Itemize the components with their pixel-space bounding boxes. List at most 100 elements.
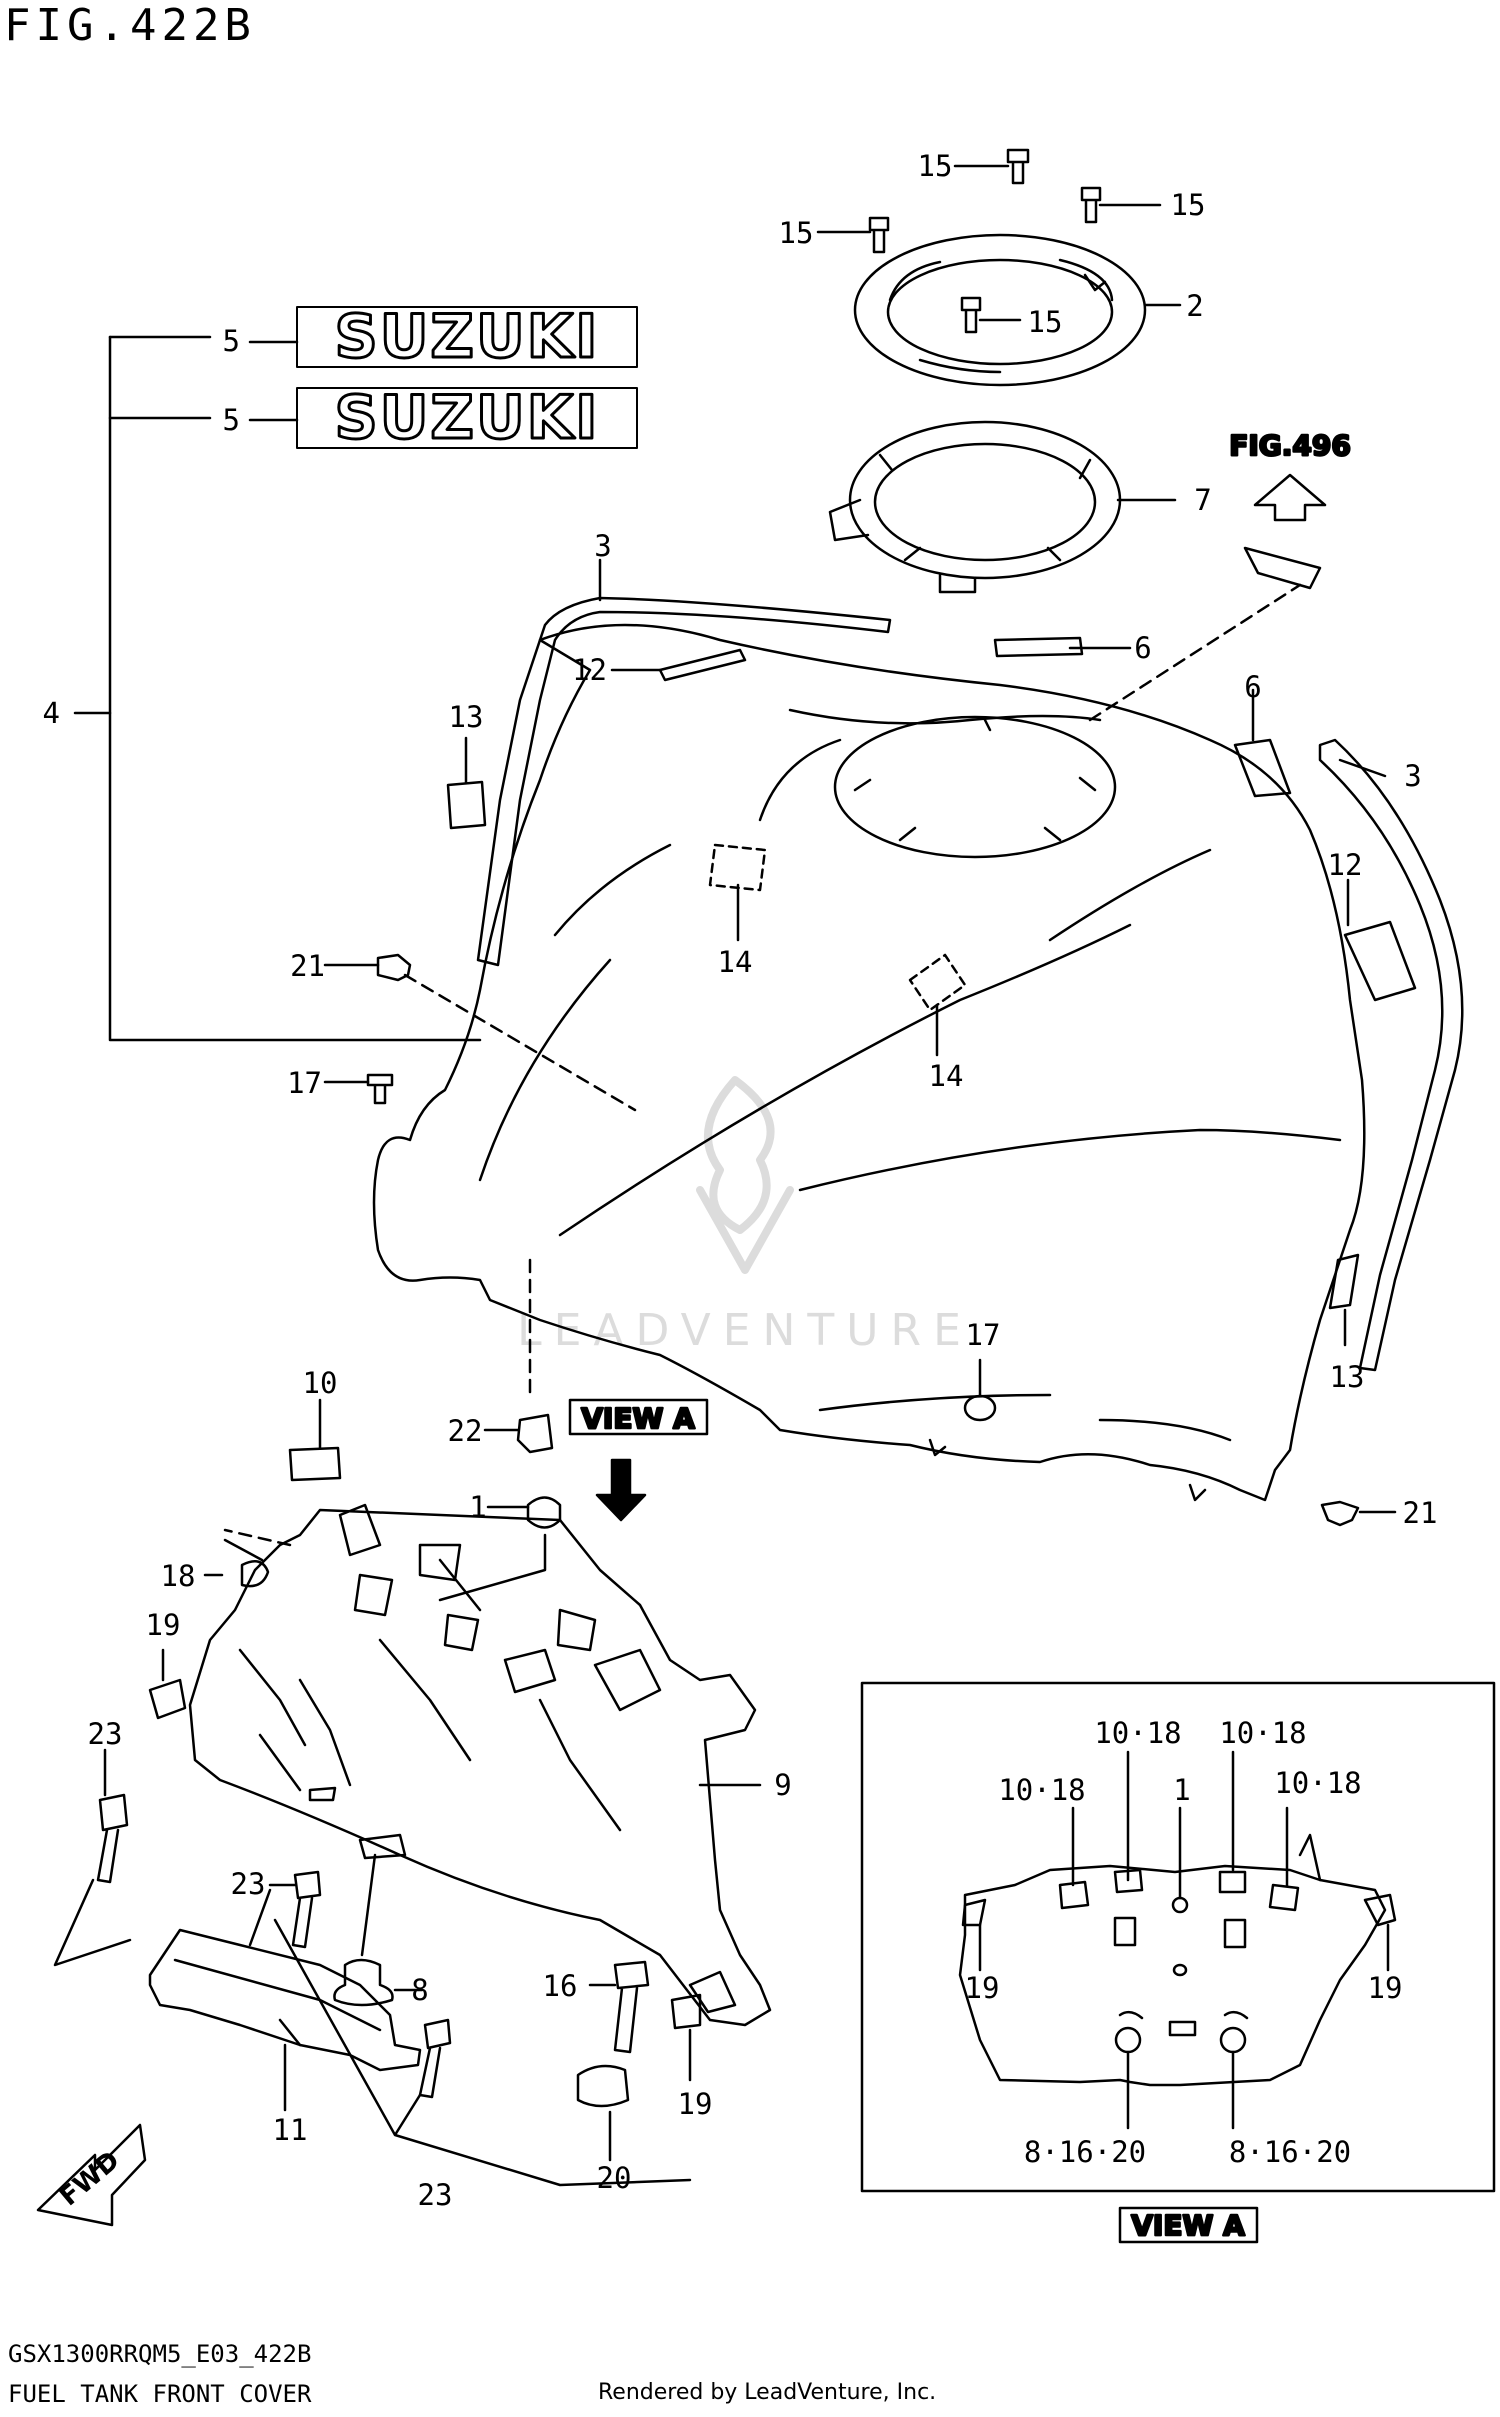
render-credit: Rendered by LeadVenture, Inc. [598,2380,937,2405]
fig-ref-496[interactable]: FIG.496 [1228,428,1352,464]
pad-6-top [1243,546,1322,590]
leader-5-lower [108,416,299,422]
pad-6-right [1233,738,1292,798]
leader-1-down [438,1533,547,1602]
callout-10-18-c[interactable]: 10·18 [998,1773,1085,1807]
leader-3-right [1338,758,1387,778]
front-cover-9 [188,1503,772,2027]
callout-3-right[interactable]: 3 [1404,759,1421,793]
callout-15-center[interactable]: 15 [1028,305,1063,339]
bolt-15-center [960,296,982,334]
callout-1[interactable]: 1 [469,1490,486,1524]
callout-13-left[interactable]: 13 [449,700,484,734]
bolt-16 [613,1960,650,2054]
up-arrow [1253,473,1327,522]
callout-12-left[interactable]: 12 [572,653,607,687]
callout-21-right[interactable]: 21 [1403,1496,1438,1530]
callout-15-top[interactable]: 15 [918,149,953,183]
leader-6-dash [1088,583,1302,722]
pad-14-left [708,843,767,892]
callout-23-top[interactable]: 23 [88,1717,123,1751]
leader-8 [360,1853,424,1992]
emblem-5-upper: SUZUKI [296,301,638,374]
pad-13-right [1328,1253,1360,1310]
callout-6-right[interactable]: 6 [1244,670,1261,704]
callout-23-low[interactable]: 23 [418,2178,453,2212]
callout-19-right[interactable]: 19 [678,2087,713,2121]
trim-3-right [1318,738,1464,1372]
figure-caption: FUEL TANK FRONT COVER [8,2380,312,2408]
callout-14-right[interactable]: 14 [929,1059,964,1093]
callout-16[interactable]: 16 [543,1969,578,2003]
callout-10-18-d[interactable]: 10·18 [1274,1766,1361,1800]
callout-19-detail-right[interactable]: 19 [1368,1971,1403,2005]
pad-13-left [446,780,487,830]
svg-text:SUZUKI: SUZUKI [335,302,600,372]
pad-6-center [993,636,1084,658]
clip-22 [516,1413,554,1454]
leader-21-dash [403,973,637,1112]
view-a-caption-tag [1118,2206,1259,2244]
leader-4-bracket [108,335,482,1042]
callout-13-right[interactable]: 13 [1330,1360,1365,1394]
callout-4[interactable]: 4 [43,696,60,730]
view-a-label[interactable]: VIEW A [580,1401,696,1437]
svg-text:FWD: FWD [54,2146,125,2213]
callout-10-18-b[interactable]: 10·18 [1219,1716,1306,1750]
callout-2[interactable]: 2 [1186,289,1203,323]
callout-19-detail-left[interactable]: 19 [965,1971,1000,2005]
callout-17-left[interactable]: 17 [287,1066,322,1100]
callout-5-lower[interactable]: 5 [223,403,240,437]
leader-18 [203,1538,264,1577]
callout-10-18-a[interactable]: 10·18 [1094,1716,1181,1750]
callout-17-right[interactable]: 17 [966,1318,1001,1352]
callout-7[interactable]: 7 [1194,483,1211,517]
callout-10[interactable]: 10 [303,1366,338,1400]
callout-19-left[interactable]: 19 [146,1608,181,1642]
callout-23-mid[interactable]: 23 [231,1867,266,1901]
bolt-15-top [1006,148,1030,185]
view-a-tag [568,1398,709,1436]
callout-11[interactable]: 11 [273,2113,308,2147]
fuel-cap-2 [853,233,1147,387]
callout-8-16-20-left[interactable]: 8·16·20 [1024,2135,1146,2169]
callout-9[interactable]: 9 [774,1768,791,1802]
callout-15-right[interactable]: 15 [1171,188,1206,222]
bolt-23-low [418,2018,452,2099]
ring-seal-7 [828,420,1122,594]
pad-14-right [908,953,967,1012]
figure-title: FIG.422B [4,0,256,51]
callout-21-left[interactable]: 21 [290,949,325,983]
callout-6-center[interactable]: 6 [1134,631,1151,665]
callout-22[interactable]: 22 [448,1414,483,1448]
callout-1-detail[interactable]: 1 [1173,1773,1190,1807]
leader-8-16-20 [1126,2050,1235,2130]
clip-21-left [376,953,412,982]
callout-5-upper[interactable]: 5 [223,324,240,358]
grommet-20 [576,2064,630,2108]
cushion-10 [288,1446,342,1482]
view-a-caption[interactable]: VIEW A [1130,2208,1246,2244]
callout-18[interactable]: 18 [161,1559,196,1593]
view-a-detail-box [860,1681,1496,2193]
callout-3-left[interactable]: 3 [594,529,611,563]
bolt-15-right [1080,186,1102,224]
watermark-logo [696,1076,794,1274]
view-a-detail-cover [958,1833,1397,2087]
callout-8[interactable]: 8 [411,1973,428,2007]
callout-15-left[interactable]: 15 [779,216,814,250]
clip-21-right [1320,1500,1360,1527]
callout-12-right[interactable]: 12 [1328,848,1363,882]
clip-19-left [148,1678,187,1720]
view-a-arrow [595,1458,647,1522]
leader-10-18-top [1126,1750,1235,1882]
collar-8 [333,1958,394,2007]
bolt-15-left [868,216,890,254]
emblem-5-lower: SUZUKI [296,382,638,455]
leader-23-group [53,1878,692,2187]
callout-14-left[interactable]: 14 [718,945,753,979]
callout-8-16-20-right[interactable]: 8·16·20 [1229,2135,1351,2169]
grommet-1 [526,1496,562,1529]
callout-20[interactable]: 20 [597,2161,632,2195]
